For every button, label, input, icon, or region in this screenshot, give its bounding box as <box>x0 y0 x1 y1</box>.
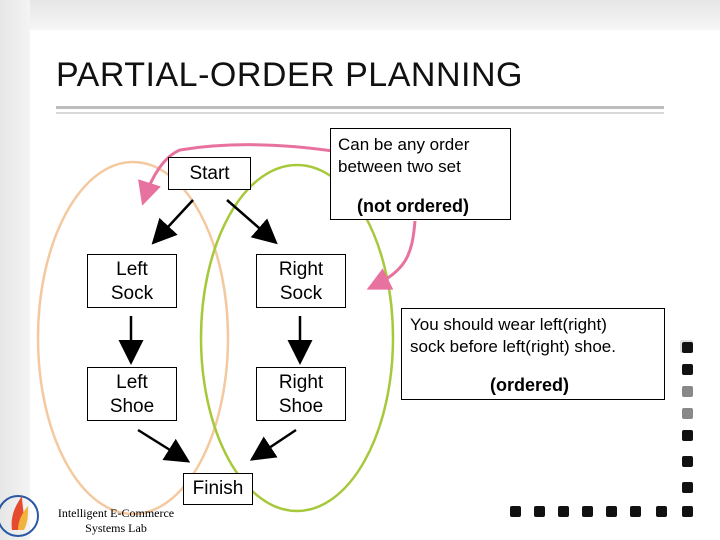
edge-start-right-sock <box>226 199 278 245</box>
left-sock-shoe-group <box>36 160 230 516</box>
node-right-shoe: Right Shoe <box>256 367 346 421</box>
note-ordered: You should wear left(right) sock before … <box>401 308 665 400</box>
node-start: Start <box>168 157 251 190</box>
edge-start-left-sock <box>151 199 194 245</box>
slide-title: PARTIAL-ORDER PLANNING <box>56 56 523 94</box>
background-shadow-left <box>0 0 30 540</box>
node-finish: Finish <box>183 473 253 505</box>
pointer-to-start <box>138 143 341 206</box>
pointer-to-right-sock <box>366 220 417 290</box>
node-right-sock: Right Sock <box>256 254 346 308</box>
node-left-sock: Left Sock <box>87 254 177 308</box>
right-sock-shoe-group <box>199 163 395 513</box>
lab-name: Intelligent E-Commerce Systems Lab <box>57 506 175 535</box>
node-left-shoe: Left Shoe <box>87 367 177 421</box>
note-not-ordered: Can be any order between two set (not or… <box>330 128 511 220</box>
edge-right-shoe-finish <box>249 428 297 461</box>
title-rule <box>56 106 664 109</box>
title-rule-secondary <box>56 112 664 114</box>
edge-left-shoe-finish <box>137 428 191 463</box>
background-shadow-top <box>0 0 720 30</box>
ordered-tag: (ordered) <box>490 375 570 395</box>
not-ordered-tag: (not ordered) <box>357 196 469 216</box>
